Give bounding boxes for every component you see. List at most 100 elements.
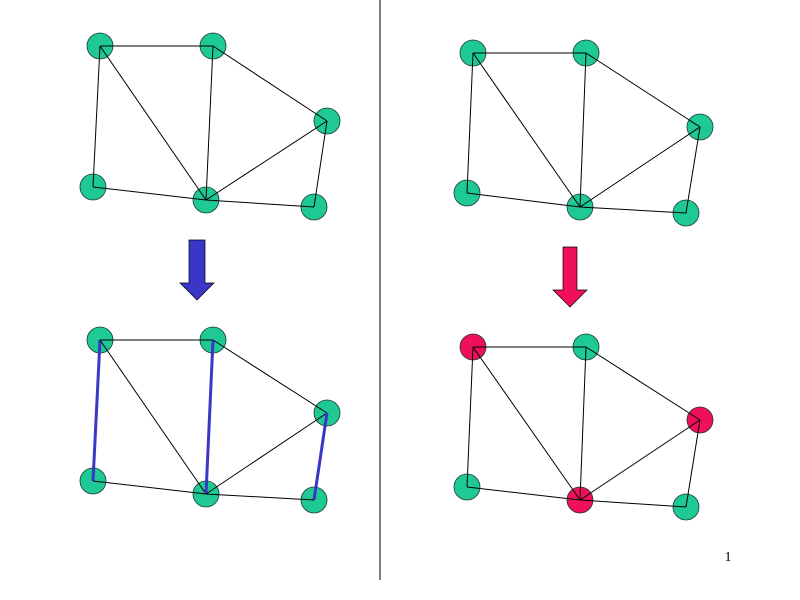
edge-stub-f-e	[672, 505, 687, 508]
edge-stub-a-d	[98, 45, 101, 60]
edge-e-f	[579, 206, 687, 214]
graph-panel-top-left	[79, 32, 341, 221]
edge-b-e	[579, 52, 587, 208]
edge-a-d	[466, 346, 474, 488]
edge-stub-c-e	[688, 126, 701, 135]
edge-stub-a-e	[472, 346, 481, 358]
edge-stub-b-c	[212, 339, 225, 348]
highlighted-edge-c-f	[312, 412, 329, 501]
edge-stub-f-c	[313, 194, 317, 208]
edge-a-e	[99, 45, 207, 201]
highlighted-edge-b-e	[204, 339, 215, 495]
edge-stub-e-a	[572, 196, 581, 208]
edge-b-c	[212, 339, 328, 414]
graph-panel-bottom-left	[79, 326, 341, 514]
edge-stub-b-e	[584, 52, 587, 67]
edge-e-f	[205, 199, 315, 208]
edge-stub-c-b	[315, 113, 328, 122]
edge-stub-e-d	[193, 198, 207, 201]
edge-stub-e-d	[193, 492, 207, 495]
graph-panel-top-right	[453, 39, 714, 227]
edge-a-e	[472, 52, 581, 208]
edge-b-e	[205, 45, 214, 201]
edge-stub-f-c	[685, 200, 689, 214]
edge-stub-a-d	[471, 346, 474, 361]
edge-stub-e-c	[205, 486, 218, 495]
edge-d-e	[466, 486, 581, 501]
edge-stub-d-a	[91, 467, 96, 482]
edge-stub-e-a	[198, 189, 207, 201]
edge-stub-d-e	[466, 486, 480, 489]
edge-e-f	[579, 499, 687, 508]
edge-c-e	[579, 126, 701, 208]
edge-stub-d-a	[92, 173, 95, 188]
highlighted-edge-a-d	[91, 339, 102, 482]
edge-stub-e-b	[579, 193, 582, 208]
edge-stub-a-d	[471, 52, 474, 67]
edge-stub-b-c	[212, 45, 225, 54]
edge-b-c	[585, 52, 701, 128]
edge-stub-c-b	[315, 405, 328, 414]
graph-panels	[79, 32, 714, 521]
edge-stub-d-e	[466, 192, 480, 196]
edge-stub-f-e	[300, 498, 315, 501]
edge-stub-c-e	[688, 419, 701, 428]
edge-stub-c-e	[315, 412, 328, 421]
edge-b-e	[579, 346, 587, 501]
edge-c-e	[205, 412, 328, 495]
edge-stub-d-a	[466, 179, 469, 194]
edge-stub-c-f	[697, 126, 701, 140]
edge-stub-e-d	[567, 498, 581, 501]
edge-stub-f-e	[672, 211, 687, 214]
edge-stub-d-e	[92, 186, 106, 189]
edge-c-e	[579, 419, 701, 501]
edge-stub-c-f	[324, 120, 328, 134]
graph-panel-bottom-right	[453, 333, 714, 521]
edge-stub-e-b	[204, 480, 209, 495]
edge-stub-b-e	[584, 346, 587, 361]
edge-b-c	[212, 45, 328, 122]
edge-c-f	[313, 120, 328, 208]
edge-stub-e-f	[205, 199, 220, 202]
edge-stub-e-f	[579, 206, 594, 209]
edge-stub-a-d	[97, 339, 102, 354]
edge-e-f	[205, 493, 315, 501]
edge-stub-b-c	[585, 346, 598, 355]
edge-stub-e-c	[579, 199, 592, 208]
edge-stub-e-c	[205, 192, 218, 201]
edge-d-e	[92, 480, 207, 495]
edge-stub-e-a	[572, 489, 581, 501]
transform-arrow-blue	[179, 239, 215, 301]
edge-stub-e-c	[579, 492, 592, 501]
edge-stub-b-e	[211, 45, 214, 60]
edge-stub-f-c	[685, 494, 689, 508]
edge-stub-f-c	[312, 486, 318, 501]
edge-d-e	[466, 192, 581, 208]
edge-b-c	[585, 346, 701, 421]
edge-stub-a-e	[472, 52, 481, 64]
edge-stub-a-e	[99, 339, 108, 351]
edge-stub-d-e	[92, 480, 106, 483]
edge-stub-b-c	[585, 52, 598, 61]
edge-stub-e-b	[205, 186, 208, 201]
edge-stub-c-b	[688, 412, 701, 421]
edge-a-e	[472, 346, 581, 501]
edge-stub-c-e	[315, 120, 328, 129]
page-number: 1	[724, 550, 732, 565]
transform-arrow-pink	[552, 246, 588, 308]
edge-d-e	[92, 186, 207, 201]
edge-c-f	[685, 126, 701, 214]
edge-stub-e-f	[205, 493, 220, 496]
edge-a-d	[92, 45, 101, 188]
edge-stub-c-f	[697, 419, 701, 433]
edge-stub-d-a	[466, 473, 469, 488]
edge-stub-e-b	[579, 486, 582, 501]
edge-stub-a-e	[99, 45, 108, 57]
edge-stub-c-f	[323, 412, 329, 427]
edge-c-f	[685, 419, 701, 508]
edge-stub-f-e	[300, 205, 315, 208]
edge-stub-c-b	[688, 119, 701, 128]
edge-stub-e-d	[567, 204, 581, 208]
edge-a-e	[99, 339, 207, 495]
